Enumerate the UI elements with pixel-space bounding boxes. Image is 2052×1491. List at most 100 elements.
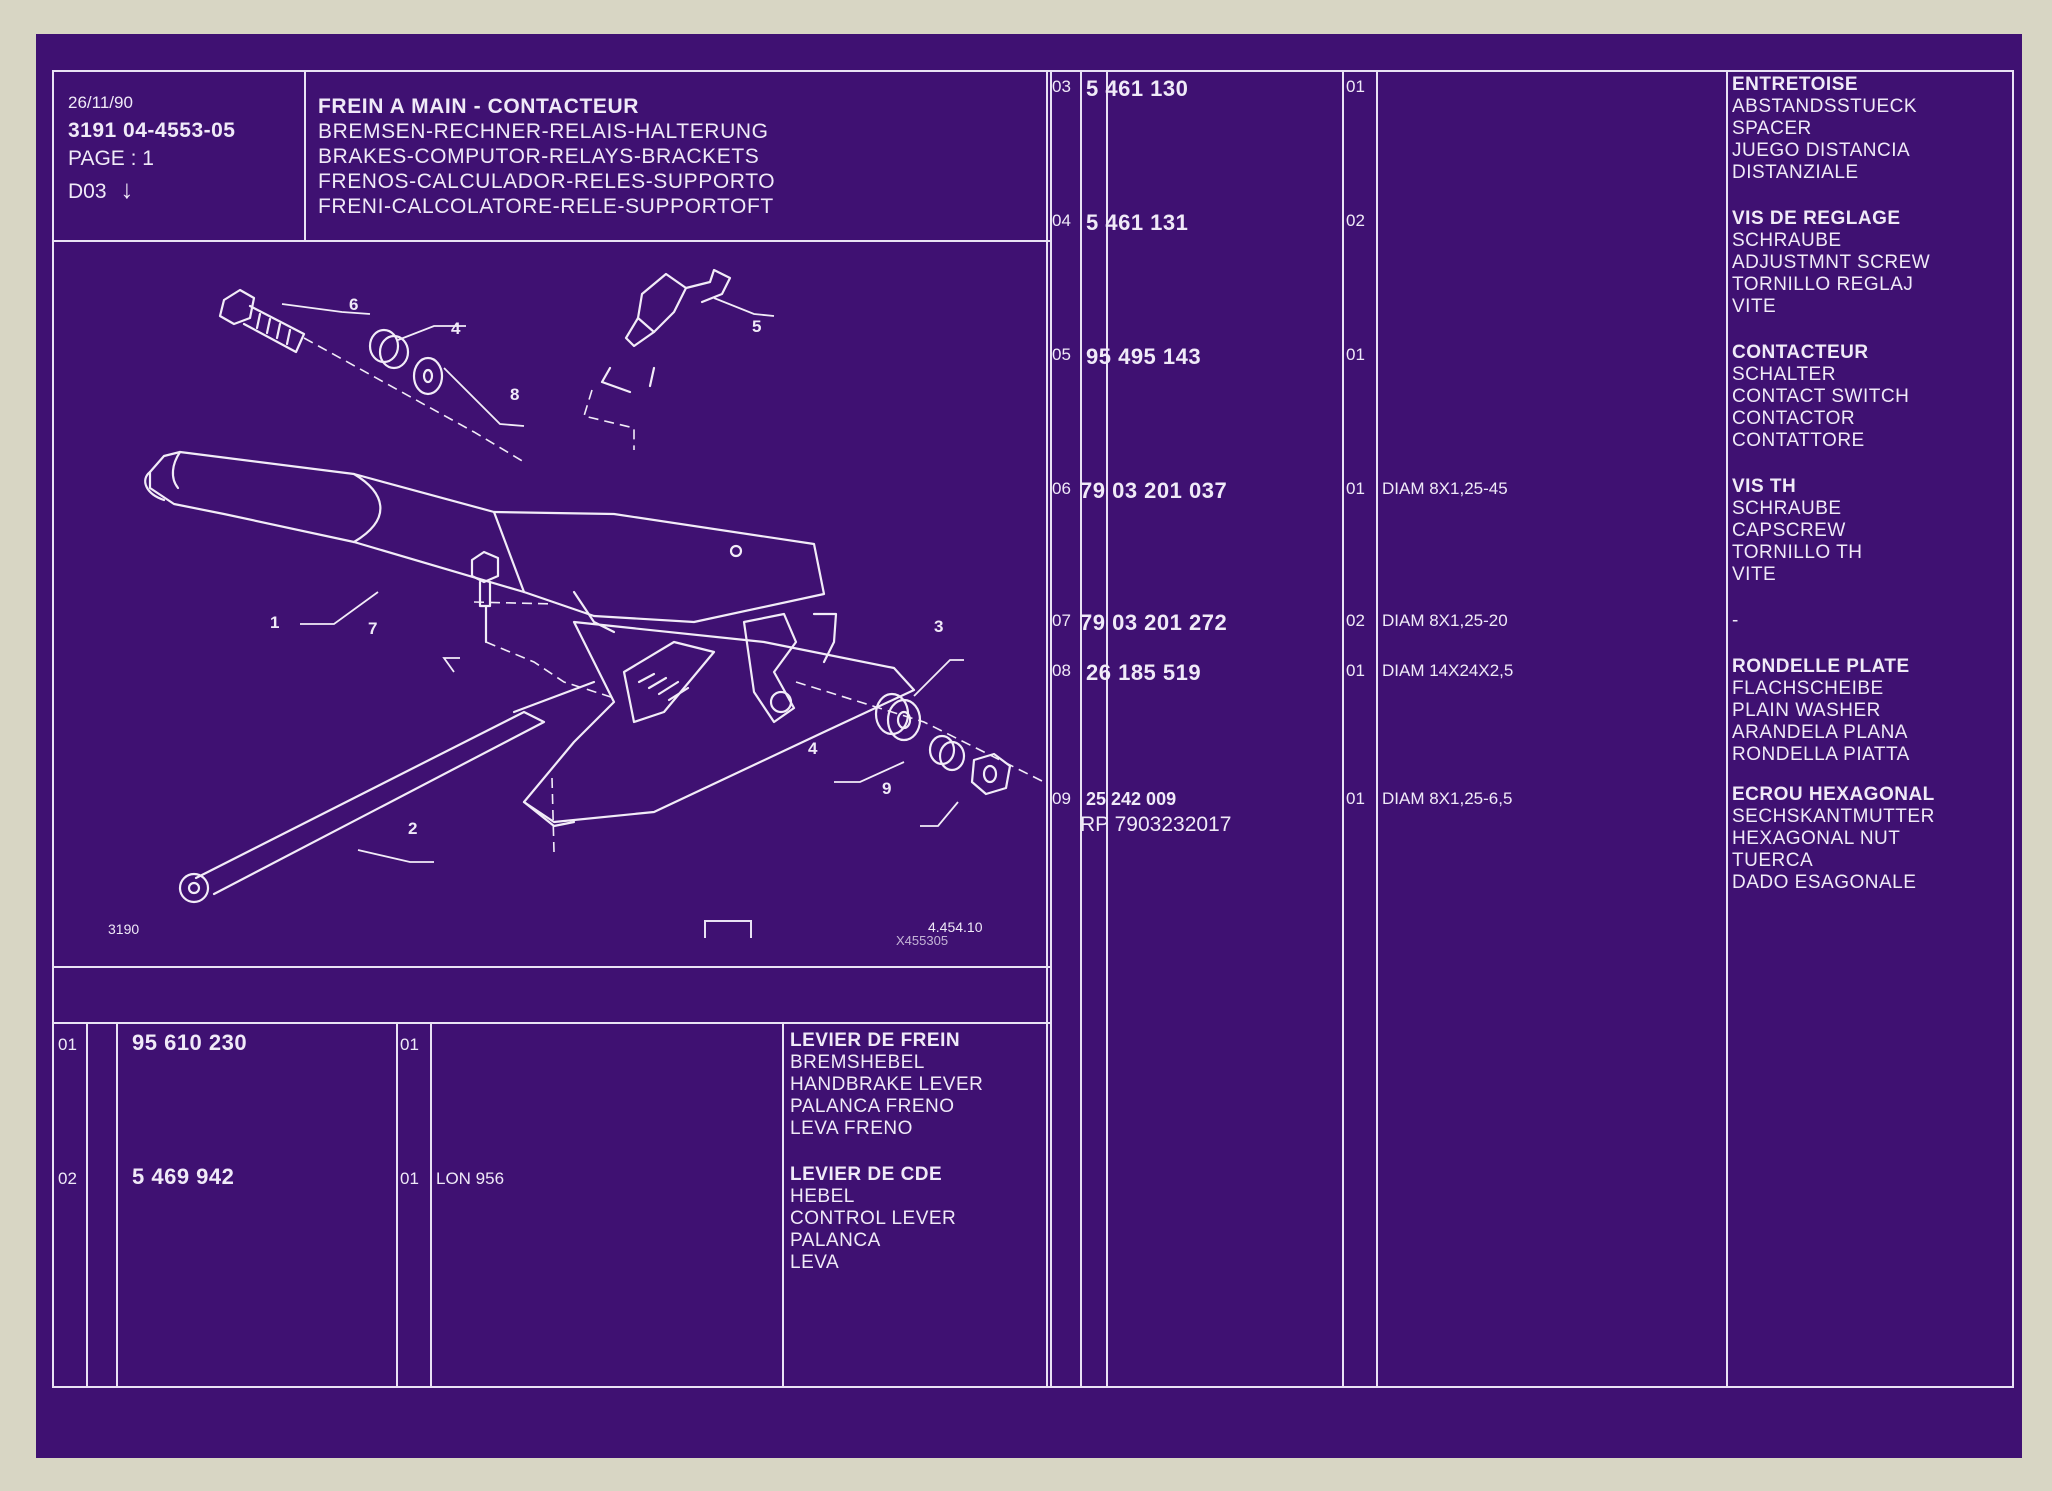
- desc-es: PALANCA: [790, 1230, 881, 1251]
- diagram-bottom-divider: [52, 966, 1052, 968]
- col-right-no-double: [1046, 70, 1048, 1388]
- diagram-code-left: 3190: [108, 921, 140, 937]
- spec: DIAM 8X1,25-45: [1382, 479, 1508, 498]
- description: ECROU HEXAGONAL SECHSKANTMUTTER HEXAGONA…: [1732, 784, 1935, 894]
- header-col-divider: [304, 70, 306, 242]
- desc-en: SPACER: [1732, 118, 1812, 139]
- desc-de: SCHALTER: [1732, 364, 1836, 385]
- title-es: FRENOS-CALCULADOR-RELES-SUPPORTO: [318, 170, 776, 193]
- title-de: BREMSEN-RECHNER-RELAIS-HALTERUNG: [318, 120, 769, 143]
- quantity: 01: [1346, 77, 1365, 96]
- desc-es: TORNILLO REGLAJ: [1732, 274, 1914, 295]
- spec: DIAM 8X1,25-20: [1382, 611, 1508, 630]
- desc-fr: LEVIER DE FREIN: [790, 1030, 961, 1051]
- callout-4-top: 4: [451, 319, 461, 338]
- desc-it: CONTATTORE: [1732, 430, 1865, 451]
- quantity: 01: [1346, 345, 1365, 364]
- desc-it: DADO ESAGONALE: [1732, 872, 1917, 893]
- diagram-code-right-sub: X455305: [896, 933, 949, 948]
- col-right-part-a: [1080, 70, 1082, 1388]
- item-no: 01: [58, 1035, 77, 1054]
- quantity: 01: [1346, 661, 1365, 680]
- item-no: 02: [58, 1169, 77, 1188]
- callout-9: 9: [882, 779, 892, 798]
- desc-fr: LEVIER DE CDE: [790, 1164, 943, 1185]
- desc-it: VITE: [1732, 296, 1777, 317]
- title-fr: FREIN A MAIN - CONTACTEUR: [318, 95, 640, 118]
- desc-en: ADJUSTMNT SCREW: [1732, 252, 1931, 273]
- handbrake-exploded-diagram: [144, 268, 1044, 904]
- item-no: 04: [1052, 211, 1071, 230]
- description: RONDELLE PLATE FLACHSCHEIBE PLAIN WASHER…: [1732, 656, 1910, 766]
- col-right-no: [1050, 70, 1052, 1388]
- desc-en: PLAIN WASHER: [1732, 700, 1881, 721]
- diagram-bracket-mark: [704, 920, 752, 938]
- quantity: 01: [400, 1169, 419, 1188]
- desc-de: SECHSKANTMUTTER: [1732, 806, 1935, 827]
- item-no: 05: [1052, 345, 1071, 364]
- desc-en: HEXAGONAL NUT: [1732, 828, 1901, 849]
- desc-fr: -: [1732, 610, 1739, 631]
- arrow-down-icon: ↓: [120, 174, 134, 204]
- col-right-qty: [1342, 70, 1344, 1388]
- description: VIS DE REGLAGE SCHRAUBE ADJUSTMNT SCREW …: [1732, 208, 1930, 318]
- quantity: 01: [1346, 789, 1365, 808]
- header-ref: 3191 04-4553-05: [68, 119, 236, 142]
- part-number: 79 03 201 272: [1080, 610, 1228, 635]
- desc-de: SCHRAUBE: [1732, 498, 1842, 519]
- desc-de: ABSTANDSSTUECK: [1732, 96, 1918, 117]
- description: ENTRETOISE ABSTANDSSTUECK SPACER JUEGO D…: [1732, 74, 1917, 184]
- desc-it: DISTANZIALE: [1732, 162, 1859, 183]
- desc-en: CONTROL LEVER: [790, 1208, 957, 1229]
- desc-de: BREMSHEBEL: [790, 1052, 925, 1073]
- callout-5: 5: [752, 317, 762, 336]
- item-no: 06: [1052, 479, 1071, 498]
- spec: DIAM 14X24X2,5: [1382, 661, 1514, 680]
- desc-it: RONDELLA PIATTA: [1732, 744, 1910, 765]
- quantity: 01: [1346, 479, 1365, 498]
- spec: DIAM 8X1,25-6,5: [1382, 789, 1513, 808]
- desc-it: LEVA FRENO: [790, 1118, 913, 1139]
- col-left-part: [116, 1022, 118, 1388]
- desc-es: TUERCA: [1732, 850, 1814, 871]
- col-right-part-b: [1106, 70, 1108, 1388]
- callout-4-bottom: 4: [808, 739, 818, 758]
- desc-es: CONTACTOR: [1732, 408, 1856, 429]
- col-right-desc: [1726, 70, 1728, 1388]
- header-variant: D03 ↓: [68, 176, 133, 202]
- desc-de: HEBEL: [790, 1186, 855, 1207]
- parts-left-top-divider: [52, 1022, 1052, 1024]
- desc-fr: CONTACTEUR: [1732, 342, 1869, 363]
- item-no: 09: [1052, 789, 1071, 808]
- desc-fr: VIS TH: [1732, 476, 1797, 497]
- col-left-qty: [396, 1022, 398, 1388]
- part-number: 25 242 009: [1086, 789, 1177, 809]
- part-number: 5 461 130: [1086, 76, 1189, 101]
- part-number: 5 469 942: [132, 1164, 235, 1189]
- part-number: 79 03 201 037: [1080, 478, 1228, 503]
- item-no: 07: [1052, 611, 1071, 630]
- part-number: 95 495 143: [1086, 344, 1202, 369]
- frame-top: [52, 70, 2014, 72]
- desc-de: FLACHSCHEIBE: [1732, 678, 1884, 699]
- title-block: FREIN A MAIN - CONTACTEUR BREMSEN-RECHNE…: [318, 94, 775, 219]
- callout-8: 8: [510, 385, 520, 404]
- description: LEVIER DE FREIN BREMSHEBEL HANDBRAKE LEV…: [790, 1030, 983, 1140]
- col-left-spec: [430, 1022, 432, 1388]
- title-en: BRAKES-COMPUTOR-RELAYS-BRACKETS: [318, 145, 760, 168]
- header-page: PAGE : 1: [68, 147, 154, 170]
- description: CONTACTEUR SCHALTER CONTACT SWITCH CONTA…: [1732, 342, 1909, 452]
- callout-2: 2: [408, 819, 418, 838]
- part-number: 5 461 131: [1086, 210, 1189, 235]
- description: LEVIER DE CDE HEBEL CONTROL LEVER PALANC…: [790, 1164, 956, 1274]
- desc-fr: VIS DE REGLAGE: [1732, 208, 1901, 229]
- callout-6: 6: [349, 295, 359, 314]
- frame-left: [52, 70, 54, 1388]
- desc-fr: ENTRETOISE: [1732, 74, 1859, 95]
- frame-bottom: [52, 1386, 2014, 1388]
- desc-fr: RONDELLE PLATE: [1732, 656, 1910, 677]
- quantity: 02: [1346, 211, 1365, 230]
- desc-fr: ECROU HEXAGONAL: [1732, 784, 1935, 805]
- description: VIS TH SCHRAUBE CAPSCREW TORNILLO TH VIT…: [1732, 476, 1862, 586]
- variant-code: D03: [68, 180, 107, 203]
